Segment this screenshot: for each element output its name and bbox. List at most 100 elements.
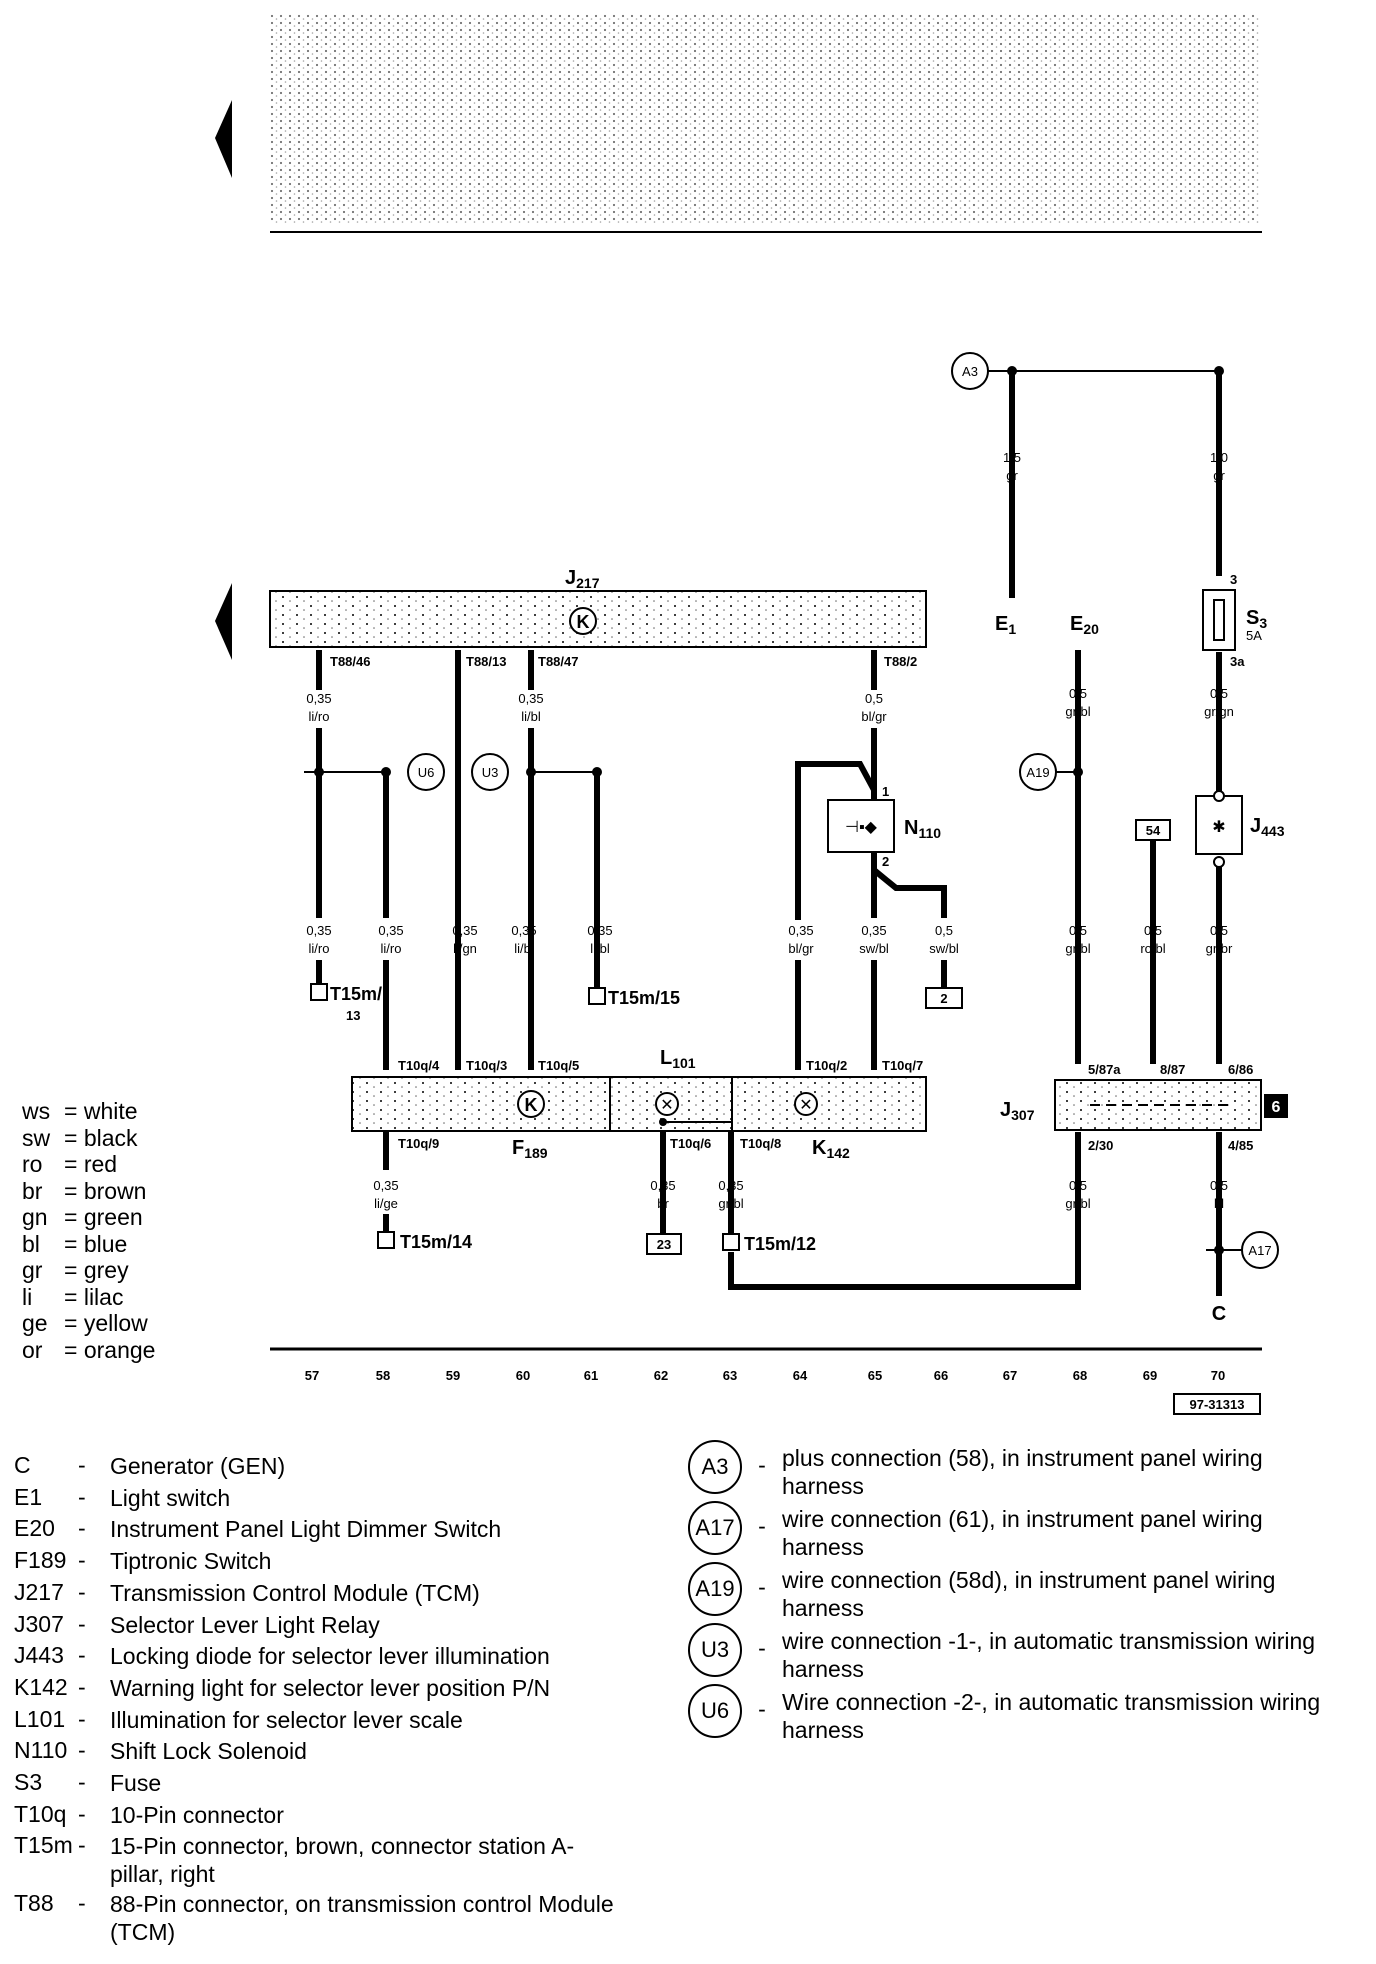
legend-dash: - (78, 1610, 86, 1637)
pin-label: T88/13 (466, 654, 506, 669)
e20-branch: E20 0,5 gr/bl A19 0,5 gr/bl (1019, 613, 1099, 1064)
e20-label: E20 (1070, 613, 1099, 637)
color-name: lilac (83, 1283, 124, 1310)
legend-desc: Transmission Control Module (TCM) (110, 1579, 480, 1606)
t15m-14-label: T15m/14 (400, 1232, 472, 1252)
solenoid-symbol: ⊣▪◆ (845, 819, 878, 836)
connection-marker: A19 (688, 1562, 742, 1616)
color-key-row: bl= blue (22, 1231, 155, 1258)
n110-solenoid: ⊣▪◆ 1 2 N110 (795, 761, 947, 920)
diode-symbol: ✱ (1212, 819, 1225, 836)
equals-sign: = (64, 1177, 84, 1204)
legend-dash: - (78, 1642, 86, 1669)
legend-code: J443 (14, 1642, 64, 1669)
legend-code: J307 (14, 1610, 64, 1637)
wire-color: li/bl (521, 709, 541, 724)
color-name: white (83, 1098, 138, 1124)
legend-row: F189-Tiptronic Switch (14, 1545, 614, 1577)
pin-label: T88/46 (330, 654, 370, 669)
color-code: li (22, 1283, 33, 1310)
a3-bus: A3 1,5 gr 1,0 gr E1 (951, 352, 1228, 637)
legend-code: F189 (14, 1547, 67, 1574)
pin-label: T10q/2 (806, 1058, 847, 1073)
legend-code: C (14, 1452, 31, 1478)
bottom-stubs: 0,35 li/ge 0,35 br 0,35 gr/bl T15m/14 23… (373, 1178, 1081, 1290)
wire-color: sw/bl (859, 941, 889, 956)
legend-dash: - (78, 1452, 86, 1478)
equals-sign: = (64, 1098, 84, 1124)
pin-label: T10q/6 (670, 1136, 711, 1151)
connection-marker: A17 (688, 1501, 742, 1555)
n110-label: N110 (904, 817, 941, 841)
legend-dash: - (758, 1574, 766, 1600)
legend-dash: - (758, 1513, 766, 1539)
connection-legend-row: A19-wire connection (58d), in instrument… (688, 1562, 1348, 1623)
color-name: yellow (83, 1310, 148, 1336)
color-code: bl (22, 1230, 40, 1257)
pin-label: T10q/5 (538, 1058, 579, 1073)
pin-label: 5/87a (1088, 1062, 1121, 1077)
legend-dash: - (78, 1578, 86, 1605)
connection-legend-row: U3-wire connection -1-, in automatic tra… (688, 1623, 1348, 1684)
color-key-row: sw= black (22, 1125, 155, 1152)
a17-label: A17 (1248, 1243, 1271, 1258)
a17-connection-marker (1241, 1231, 1279, 1269)
legend-desc: Selector Lever Light Relay (110, 1611, 380, 1638)
connection-marker: A3 (688, 1440, 742, 1494)
e1-label: E1 (995, 613, 1016, 637)
track-number: 64 (793, 1368, 808, 1383)
pin-label: 1 (882, 784, 889, 799)
legend-row: L101-Illumination for selector lever sca… (14, 1704, 614, 1736)
color-name: red (83, 1151, 118, 1177)
legend-row: J307-Selector Lever Light Relay (14, 1609, 614, 1641)
wire-size: 0,5 (1210, 686, 1228, 701)
wire-color: gr (1006, 468, 1018, 483)
wire-size: 0,5 (1144, 923, 1162, 938)
equals-sign: = (64, 1204, 84, 1230)
legend-desc: wire connection (61), in instrument pane… (782, 1506, 1263, 1560)
wire-color: sw/bl (929, 941, 959, 956)
color-name: orange (83, 1336, 156, 1363)
track-number: 65 (868, 1368, 882, 1383)
legend-desc: Wire connection -2-, in automatic transm… (782, 1689, 1321, 1743)
pin-label: T10q/8 (740, 1136, 781, 1151)
color-name: brown (83, 1177, 147, 1204)
color-key-row: or= orange (22, 1337, 155, 1364)
j443-diode: ✱ J443 (1195, 790, 1285, 1064)
color-code: br (22, 1177, 43, 1204)
track-number: 69 (1143, 1368, 1157, 1383)
wire-size: 0,5 (1069, 1178, 1087, 1193)
pin-label: 2/30 (1088, 1138, 1113, 1153)
f189-symbol: K (525, 1095, 538, 1115)
connection-marker: U6 (688, 1684, 742, 1738)
pin-label: 4/85 (1228, 1138, 1253, 1153)
equals-sign: = (64, 1257, 84, 1283)
color-code: or (22, 1336, 43, 1363)
j217-symbol: K (577, 612, 590, 632)
wire-size: 0,5 (1210, 923, 1228, 938)
legend-code: T15m (14, 1832, 73, 1859)
legend-desc: Locking diode for selector lever illumin… (110, 1643, 550, 1670)
legend-dash: - (78, 1483, 86, 1510)
t15m-15-label: T15m/15 (608, 988, 680, 1008)
wire-size: 0,35 (306, 923, 331, 938)
connection-legend: A3-plus connection (58), in instrument p… (688, 1440, 1348, 1745)
wire-size: 0,35 (718, 1178, 743, 1193)
wire-color: li/gn (453, 941, 477, 956)
wire-color: li/ro (381, 941, 402, 956)
legend-row: J443-Locking diode for selector lever il… (14, 1640, 614, 1672)
pin-label: T88/2 (884, 654, 917, 669)
wire-color: ro/bl (1140, 941, 1165, 956)
wire-size: 0,5 (935, 923, 953, 938)
color-code: sw (22, 1124, 51, 1151)
continuation-arrow-top (215, 100, 232, 178)
pin-label: 6/86 (1228, 1062, 1253, 1077)
color-code: ws (22, 1098, 51, 1124)
wire-size: 0,35 (788, 923, 813, 938)
legend-dash: - (78, 1890, 86, 1917)
j307-label: J307 (1000, 1099, 1035, 1123)
wire-color: li/bl (590, 941, 610, 956)
